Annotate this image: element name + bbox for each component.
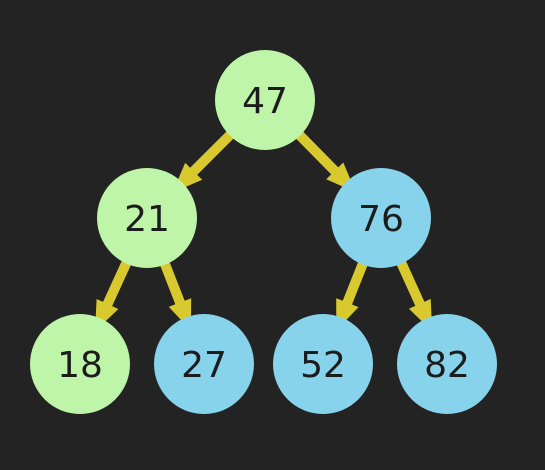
node-label: 82 [424, 345, 470, 386]
node-label: 52 [300, 345, 346, 386]
tree-node-52: 52 [273, 314, 373, 414]
node-label: 47 [242, 81, 288, 122]
tree-node-82: 82 [397, 314, 497, 414]
node-circle [331, 168, 431, 268]
edge-arrow-n47-n76 [290, 126, 356, 193]
node-circle [30, 314, 130, 414]
edge-arrow-n76-n52 [336, 255, 371, 331]
edge-arrow-n21-n27 [157, 255, 192, 331]
node-circle [273, 314, 373, 414]
tree-node-21: 21 [97, 168, 197, 268]
node-label: 21 [124, 199, 170, 240]
nodes-layer: 47 21 76 18 27 52 82 [30, 50, 497, 414]
tree-node-18: 18 [30, 314, 130, 414]
node-circle [215, 50, 315, 150]
tree-node-47: 47 [215, 50, 315, 150]
edge-arrow-n21-n18 [95, 254, 134, 332]
node-label: 76 [358, 199, 404, 240]
edge-arrow-n47-n21 [172, 126, 239, 193]
node-circle [154, 314, 254, 414]
tree-node-76: 76 [331, 168, 431, 268]
edges-layer [95, 126, 433, 332]
edge-arrow-n76-n82 [393, 254, 433, 332]
node-label: 27 [181, 345, 227, 386]
node-label: 18 [57, 345, 103, 386]
node-circle [397, 314, 497, 414]
node-circle [97, 168, 197, 268]
tree-node-27: 27 [154, 314, 254, 414]
